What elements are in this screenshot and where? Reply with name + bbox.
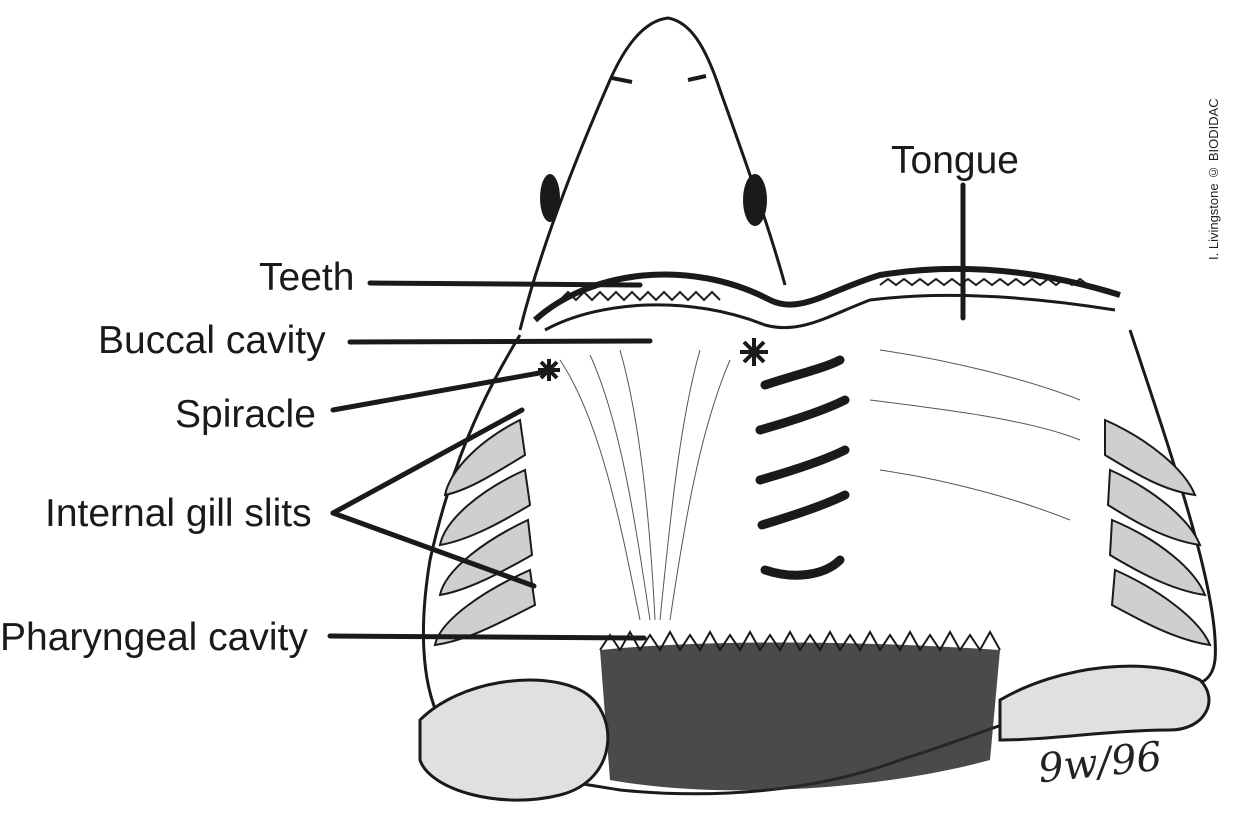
leader-teeth <box>367 280 643 288</box>
leader-lines <box>327 182 966 641</box>
leader-spiracle <box>330 369 548 413</box>
head-outline <box>518 16 787 331</box>
nostril-right <box>687 74 707 82</box>
label-spiracle: Spiracle <box>175 393 316 436</box>
label-buccal-cavity: Buccal cavity <box>98 319 326 362</box>
label-pharyngeal-cavity: Pharyngeal cavity <box>0 616 308 659</box>
leader-gill-slit-upper <box>330 407 525 516</box>
label-tongue: Tongue <box>891 139 1019 182</box>
label-teeth: Teeth <box>259 256 355 299</box>
credit-text: I. Livingstone © BIODIDAC <box>1206 98 1221 260</box>
eye-left <box>540 174 560 222</box>
leader-buccal-cavity <box>347 338 653 345</box>
internal-gill-slits-drawing <box>755 355 850 580</box>
label-internal-gill-slits: Internal gill slits <box>45 492 312 535</box>
leader-pharyngeal-cavity <box>327 633 647 641</box>
upper-jaw <box>532 265 1121 323</box>
leader-gill-slit-lower <box>330 510 537 589</box>
gill-flaps-left <box>433 418 537 647</box>
jaw-cartilage-left <box>418 678 610 802</box>
jaw-cartilage-right <box>998 664 1211 742</box>
spiracle-marks <box>538 338 768 381</box>
papillae-fringe <box>599 629 1001 652</box>
teeth-row-right <box>879 277 1089 287</box>
eye-right <box>743 174 767 226</box>
pharyngeal-papillae <box>600 642 1000 791</box>
lower-jaw <box>544 293 1116 332</box>
gill-flaps-right <box>1104 418 1212 647</box>
floor-texture <box>559 349 1081 621</box>
nostril-left <box>611 76 633 84</box>
teeth-row <box>559 290 721 302</box>
